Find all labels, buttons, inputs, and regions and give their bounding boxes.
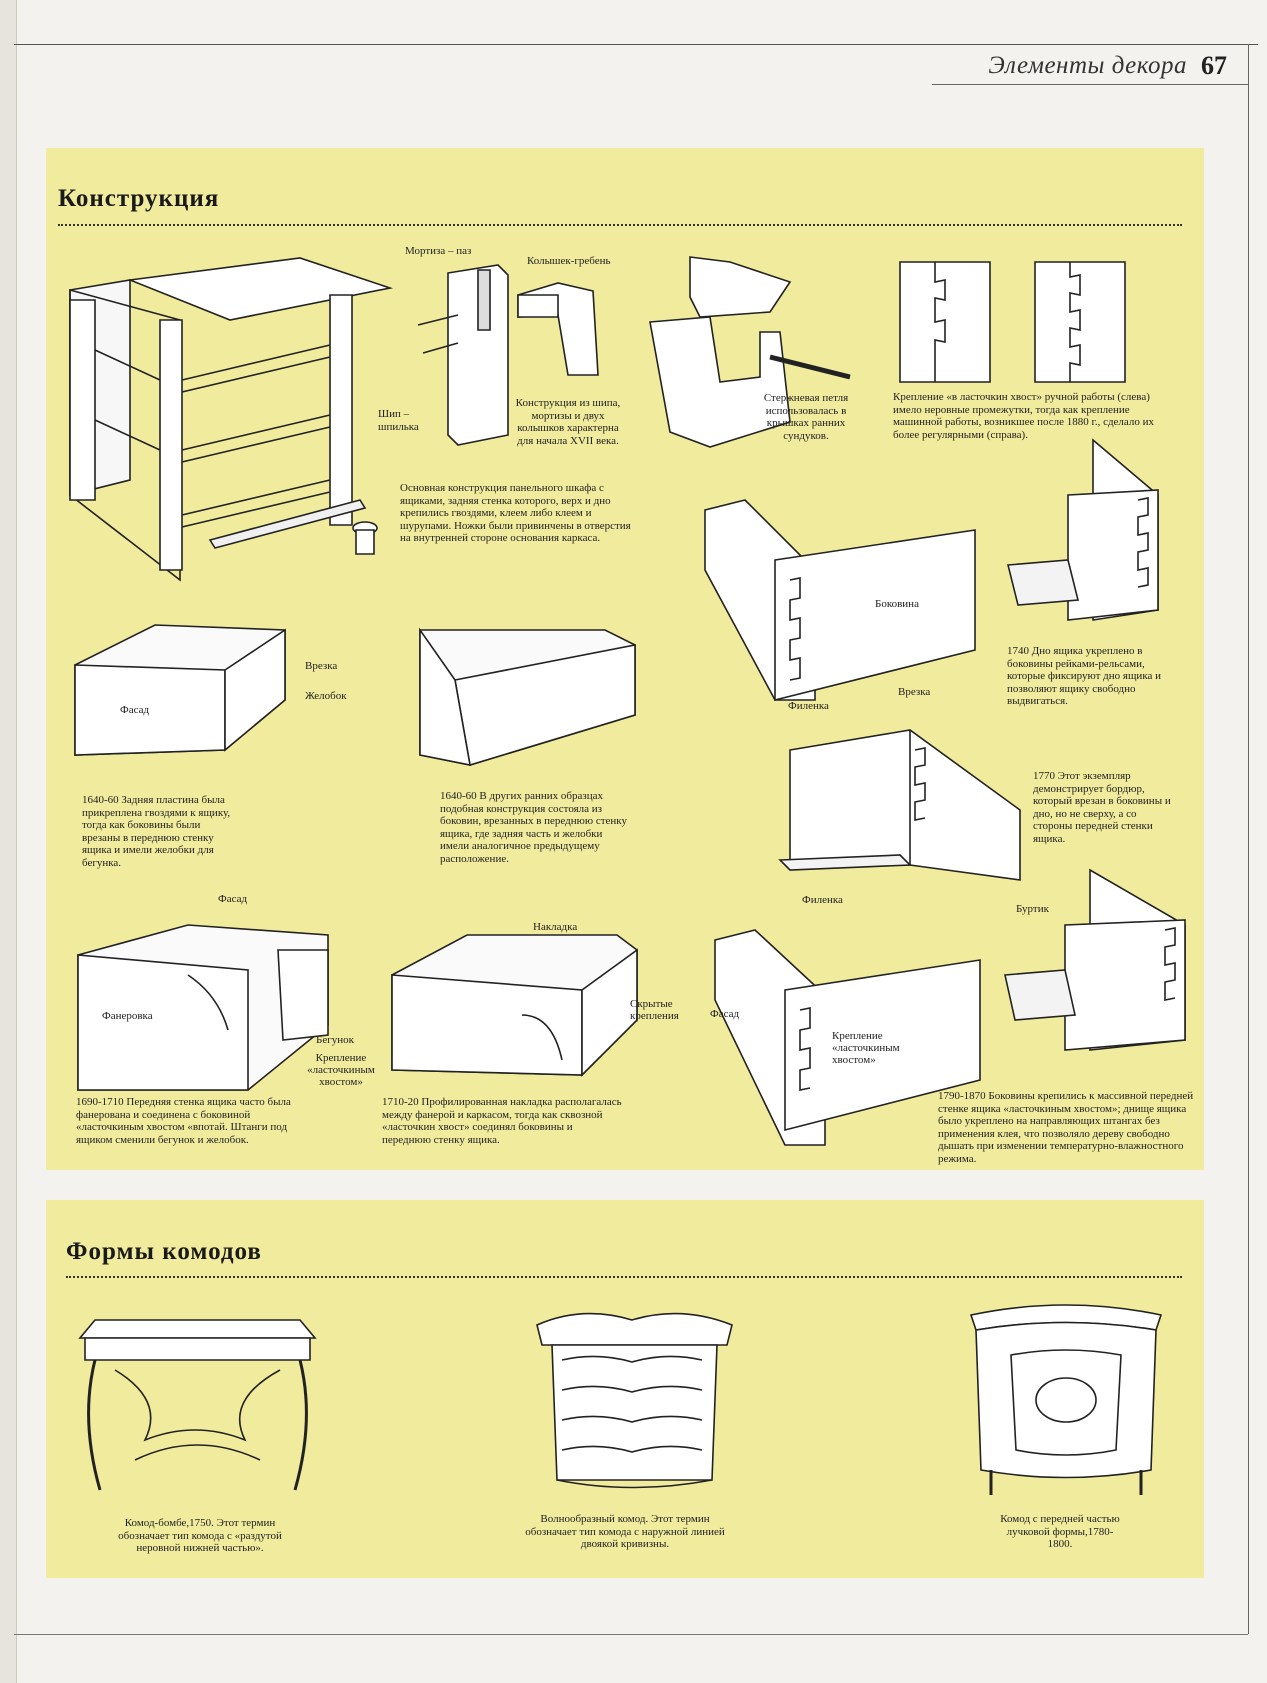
label-hidden-fix: Скрытые крепления: [630, 998, 679, 1022]
caption-drawer-1640a: 1640-60 Задняя пластина была прикреплена…: [82, 794, 231, 869]
serpentine-commode-illustration: [532, 1300, 737, 1500]
rod-hinge-illustration: [650, 252, 860, 452]
label-veneer: Фанеровка: [102, 1010, 153, 1022]
form-caption-3: Комод с передней частью лучковой формы,1…: [1000, 1513, 1120, 1550]
label-dovetail-fix-2: Крепление «ласточкиным хвостом»: [832, 1030, 900, 1066]
forms-dotted-rule: [66, 1276, 1182, 1278]
running-head-underline: [932, 84, 1248, 85]
mortise-tenon-illustration: [418, 255, 618, 445]
bombe-commode-illustration: [75, 1310, 320, 1500]
drawer-1690-illustration: [78, 920, 343, 1090]
label-runner: Бегунок: [316, 1034, 354, 1046]
label-peg-comb: Колышек-гребень: [527, 255, 611, 267]
label-facade-3: Фасад: [710, 1008, 740, 1020]
label-bead: Буртик: [1016, 903, 1049, 915]
label-panel-top: Филенка: [788, 700, 829, 712]
label-channel: Желобок: [305, 690, 347, 702]
top-rule: [14, 44, 1258, 45]
caption-drawer-1790: 1790-1870 Боковины крепились к массивной…: [938, 1090, 1194, 1165]
label-facade-2: Фасад: [218, 893, 248, 905]
caption-drawer-1770: 1770 Этот экземпляр демонстрирует бордюр…: [1033, 770, 1171, 845]
label-facade-1: Фасад: [120, 704, 150, 716]
caption-drawer-1740: 1740 Дно ящика укреплено в боковины рейк…: [1007, 645, 1162, 707]
bottom-rule: [14, 1634, 1248, 1635]
running-head: Элементы декора 67: [988, 46, 1227, 86]
form-caption-2: Волнообразный комод. Этот термин обознач…: [525, 1513, 725, 1550]
construction-dotted-rule: [58, 224, 1182, 226]
construction-heading: Конструкция: [58, 185, 220, 212]
running-head-title: Элементы декора: [988, 52, 1187, 79]
caption-mortise-tenon: Конструкция из шипа, мортизы и двух колы…: [515, 397, 621, 447]
label-dovetail-fix: Крепление «ласточкиным хвостом»: [307, 1052, 375, 1088]
caption-drawer-1690: 1690-1710 Передняя стенка ящика часто бы…: [76, 1096, 291, 1146]
side-dovetail-illustration: [705, 500, 990, 700]
drawer-1790-corner-illustration: [715, 930, 985, 1145]
drawer-1640a-illustration: [75, 620, 290, 780]
drawer-1770-illustration: [780, 725, 1020, 880]
drawer-1790-bottom-illustration: [1005, 870, 1190, 1050]
dovetail-hand-machine-illustration: [895, 252, 1135, 387]
caption-dovetail-hand: Крепление «в ласточкин хвост» ручной раб…: [893, 391, 1155, 441]
label-tenon2: шпилька: [378, 421, 419, 433]
bowfront-commode-illustration: [966, 1300, 1166, 1495]
label-panel-bottom: Филенка: [802, 894, 843, 906]
label-mortise: Мортиза – паз: [405, 245, 472, 257]
form-caption-1: Комод-бомбе,1750. Этот термин обозначает…: [118, 1517, 282, 1554]
label-groove-2: Врезка: [898, 686, 931, 698]
page-binding-edge: [0, 0, 17, 1683]
label-side: Боковина: [875, 598, 919, 610]
drawer-1740-illustration: [1008, 440, 1188, 630]
page-number: 67: [1201, 51, 1227, 80]
label-groove-1: Врезка: [305, 660, 338, 672]
label-overlay: Накладка: [533, 921, 578, 933]
caption-drawer-1710: 1710-20 Профилированная накладка распола…: [382, 1096, 622, 1146]
forms-heading: Формы комодов: [66, 1238, 262, 1265]
drawer-1710-illustration: [392, 930, 637, 1080]
drawer-1640b-illustration: [410, 625, 635, 775]
label-tenon: Шип –: [378, 408, 410, 420]
caption-carcass: Основная конструкция панельного шкафа с …: [400, 482, 631, 544]
carcass-illustration: [60, 250, 400, 570]
caption-rod-hinge: Стержневая петля использовалась в крышка…: [763, 392, 849, 442]
caption-drawer-1640b: 1640-60 В других ранних образцах подобна…: [440, 790, 627, 865]
right-rule: [1248, 44, 1249, 1634]
